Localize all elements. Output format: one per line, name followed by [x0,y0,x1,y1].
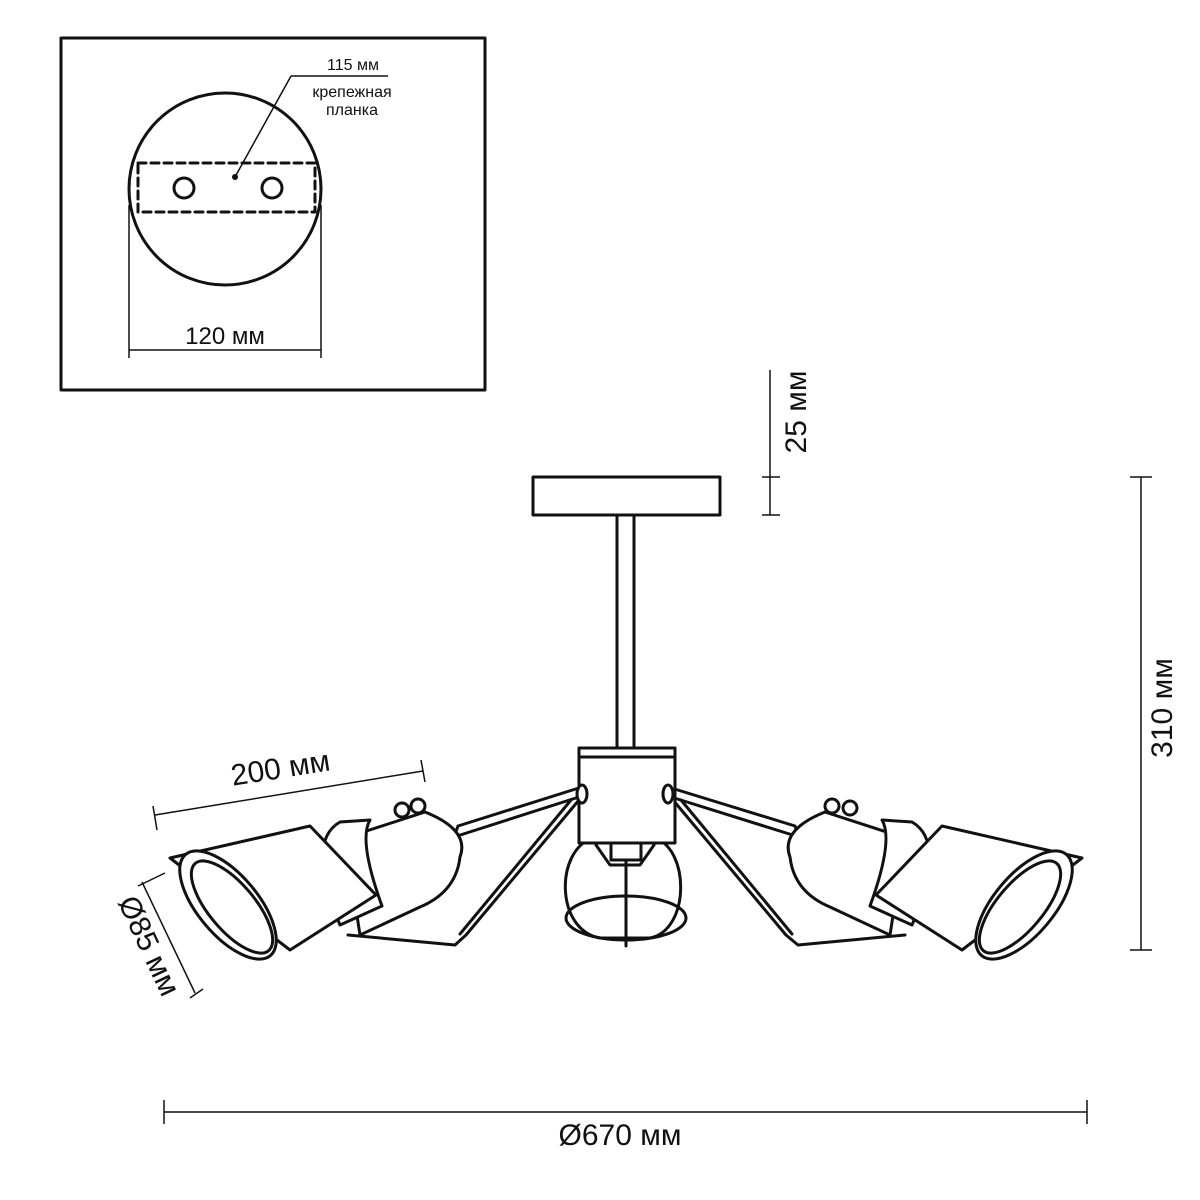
mounting-plate [136,161,317,214]
right-shade [786,797,1084,961]
inset-box: 115 мм крепежная планка 120 мм [59,36,487,392]
canopy [531,475,722,517]
chandelier-elevation [168,475,1084,961]
plate-name-line1: крепежная [312,84,391,101]
dim-arm-length: 200 мм [152,745,426,831]
plate-name-line2: планка [326,102,378,119]
total-height-label: 310 мм [1146,658,1179,758]
hub-joint-right [661,783,675,805]
hub [577,746,677,845]
left-knob-1 [393,801,411,819]
canopy-height-label: 25 мм [780,371,813,454]
dim-canopy-height: 25 мм [762,370,813,516]
right-knob-1 [823,797,841,815]
arm-length-label: 200 мм [229,745,333,793]
stem [615,513,636,750]
plate-dimension-label: 115 мм [327,57,379,74]
left-knob-2 [409,797,427,815]
screw-hole-left [172,176,196,200]
hub-joint-left [575,783,589,805]
canopy-width-label: 120 мм [185,323,265,350]
overall-diameter-label: Ø670 мм [559,1119,682,1152]
dim-total-height: 310 мм [1130,476,1179,951]
center-lamp [563,836,688,948]
shade-diameter-label: Ø85 мм [111,891,186,1001]
screw-hole-right [260,176,284,200]
canopy-circle [127,91,323,287]
dim-overall-diameter: Ø670 мм [163,1100,1088,1152]
right-knob-2 [841,799,859,817]
left-shade [168,797,464,961]
